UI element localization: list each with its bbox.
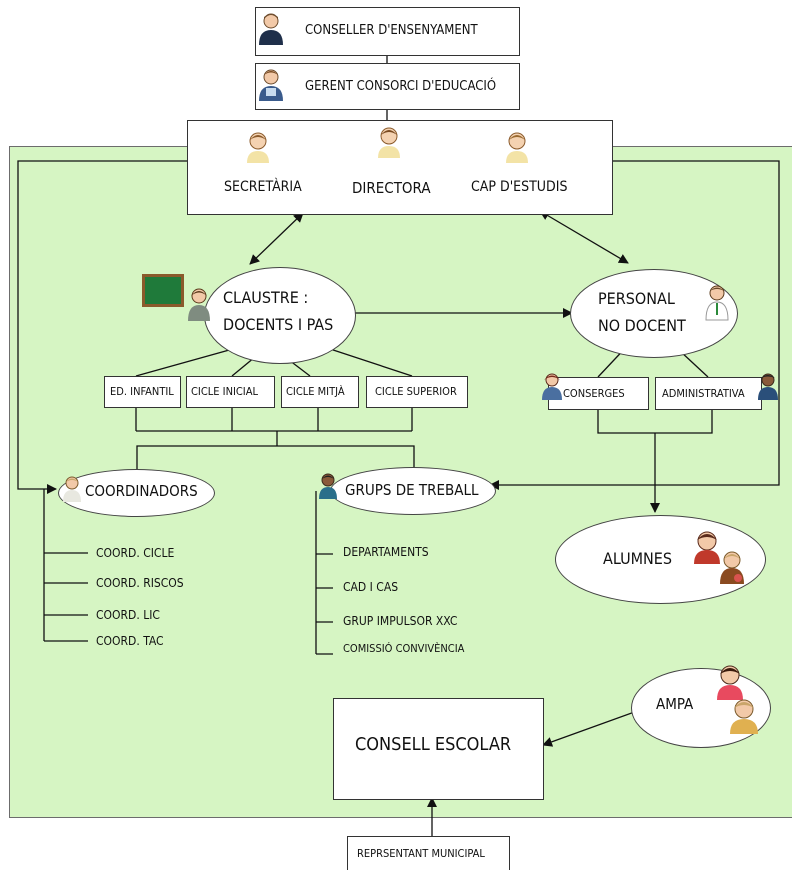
person-icon (259, 69, 283, 101)
person-icon (63, 476, 81, 502)
representant-box (347, 836, 510, 870)
cycle-box-mitja (281, 376, 359, 408)
cycle-box-inicial (186, 376, 275, 408)
arrow-line (17, 160, 187, 494)
person-icon (758, 373, 778, 400)
grups-item: DEPARTAMENTS (343, 545, 429, 559)
consell-label: CONSELL ESCOLAR (355, 734, 512, 755)
family-icon (717, 665, 758, 734)
grups-item: GRUP IMPULSOR XXC (343, 614, 458, 628)
alumnes-label: ALUMNES (603, 549, 673, 568)
connector-line (317, 344, 413, 377)
conseller-box (255, 7, 520, 56)
coord-item: COORD. CICLE (96, 546, 175, 560)
claustre-ellipse (204, 267, 356, 364)
arrow-line (249, 212, 304, 265)
coordinadors-label: COORDINADORS (85, 482, 198, 500)
arrow-line (542, 709, 641, 747)
children-icon (694, 531, 744, 584)
gerent-box (255, 63, 520, 110)
arrow-line (539, 210, 629, 264)
personal-label-line1: PERSONAL (598, 289, 675, 308)
person-icon (247, 132, 269, 163)
coord-item: COORD. LIC (96, 608, 160, 622)
administrativa-label: ADMINISTRATIVA (662, 387, 745, 400)
cap-estudis-label: CAP D'ESTUDIS (471, 179, 568, 195)
person-icon (259, 13, 283, 45)
connector-line (135, 346, 241, 377)
connector-line (597, 408, 713, 434)
person-icon (506, 132, 528, 163)
administrativa-box (655, 377, 762, 410)
personal-label-line2: NO DOCENT (598, 316, 686, 335)
person-icon (319, 473, 337, 499)
gerent-label: GERENT CONSORCI D'EDUCACIÓ (305, 79, 497, 94)
blackboard-icon (142, 274, 184, 307)
claustre-label-line1: CLAUSTRE : (223, 288, 309, 307)
connector-line (136, 445, 415, 469)
conseller-label: CONSELLER D'ENSENYAMENT (305, 23, 478, 38)
arrow-line (489, 160, 780, 490)
directora-label: DIRECTORA (352, 179, 431, 197)
representant-label: REPRSENTANT MUNICIPAL (357, 847, 485, 860)
cycle-inicial: CICLE INICIAL (191, 385, 258, 398)
conserges-label: CONSERGES (563, 387, 625, 400)
cycle-infantil: ED. INFANTIL (110, 385, 174, 398)
cycle-mitja: CICLE MITJÀ (286, 385, 345, 398)
coord-item: COORD. TAC (96, 634, 164, 648)
person-icon (378, 127, 400, 158)
cycle-box-infantil (104, 376, 181, 408)
grups-item: COMISSIÓ CONVIVÈNCIA (343, 642, 465, 655)
claustre-label-line2: DOCENTS I PAS (223, 315, 334, 334)
person-icon (705, 285, 729, 321)
grups-item: CAD I CAS (343, 580, 399, 594)
person-icon (542, 373, 562, 400)
cycle-box-superior (366, 376, 468, 408)
grups-label: GRUPS DE TREBALL (345, 481, 479, 499)
consell-box (333, 698, 544, 800)
conserges-box (548, 377, 649, 410)
ampa-label: AMPA (656, 695, 694, 713)
connector-line (679, 350, 709, 378)
person-icon (188, 288, 210, 321)
coord-item: COORD. RISCOS (96, 576, 184, 590)
secretaria-label: SECRETÀRIA (224, 179, 302, 195)
coordinadors-ellipse (58, 469, 215, 517)
cycle-superior: CICLE SUPERIOR (375, 385, 457, 398)
